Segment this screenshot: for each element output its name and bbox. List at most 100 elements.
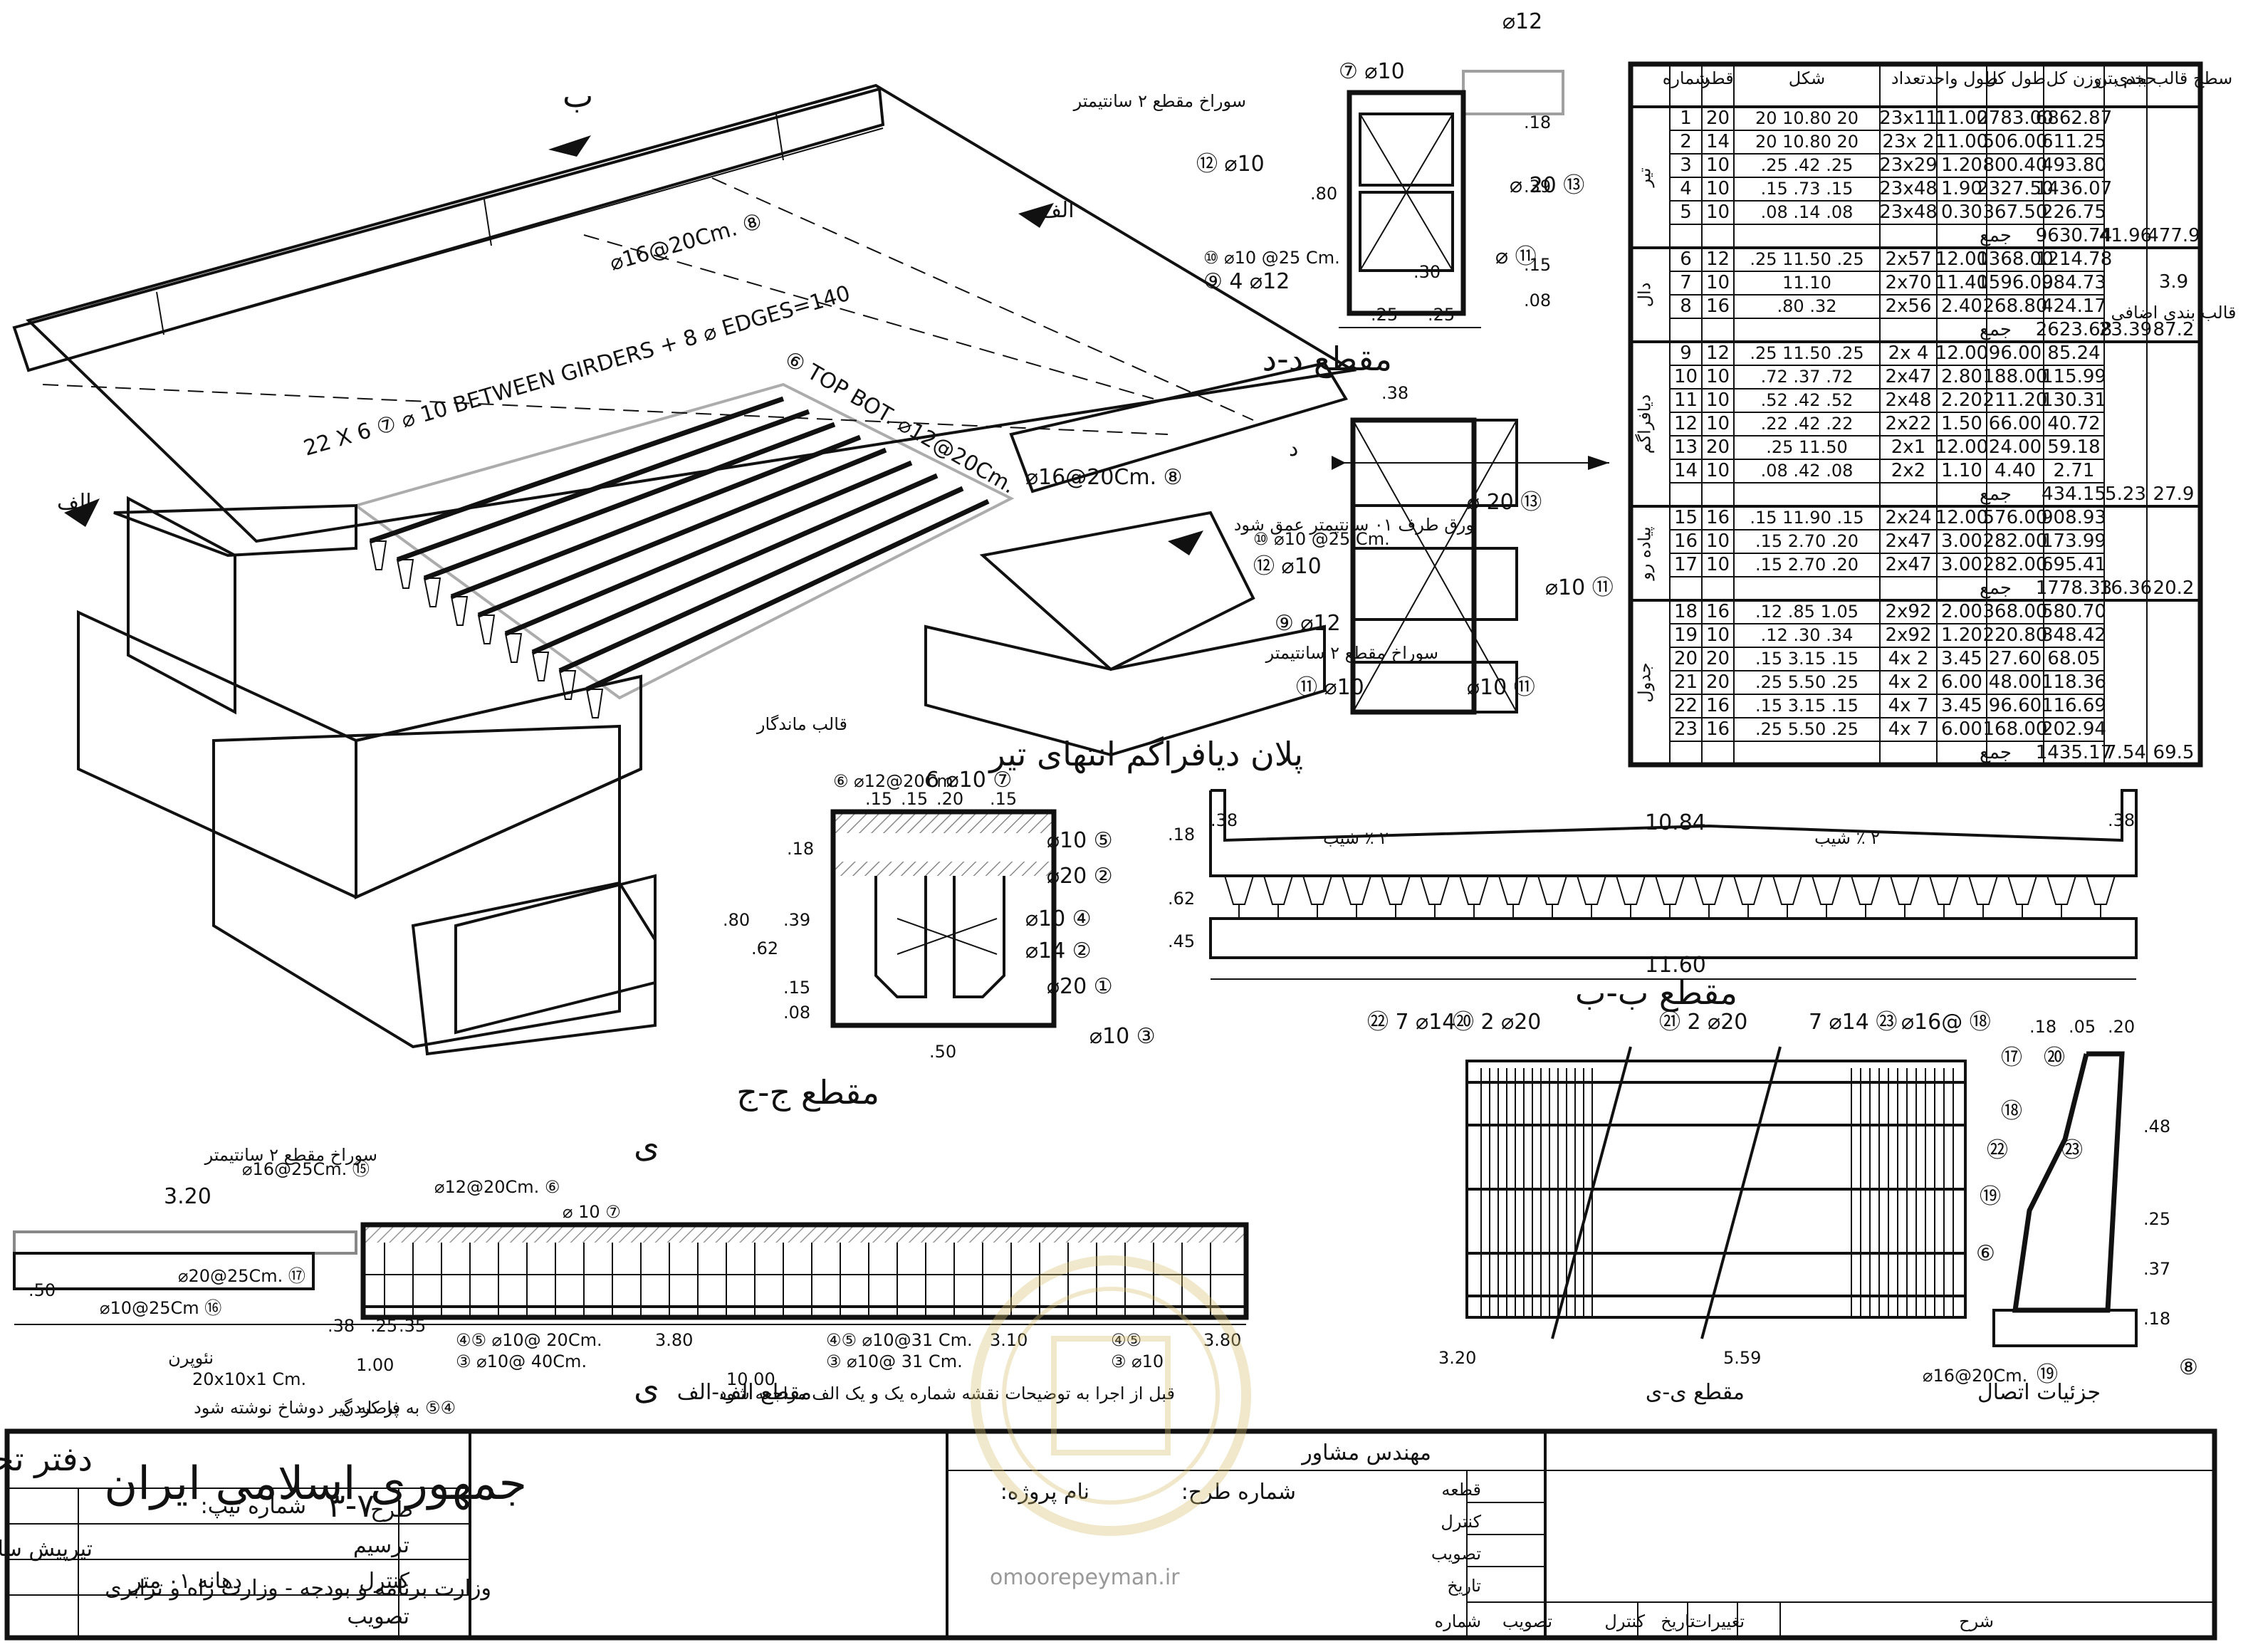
table-cell: 23 [1674,718,1698,740]
label: ⑩ ⌀10 @25 Cm. [1253,529,1390,549]
table-group-name: دیافراگم [1635,394,1655,454]
label: ⑲ [1980,1184,2001,1209]
table-cell: .25 11.50 .25 [1750,343,1863,363]
label: ⌀20 ① [1047,974,1113,999]
project-name: نام پروژه: [1000,1480,1089,1505]
table-cell: 10 [1674,366,1698,387]
table-cell: .80 .32 [1777,296,1837,316]
girder-line [423,422,836,581]
table-cell: 984.73 [2042,272,2106,293]
table-cell: 10 [1706,530,1730,552]
table-cell: 2.20 [1941,390,1982,411]
dim: .15 [901,789,928,809]
section-aa: 3.20 .50 .38 .25 .35 1.00 3.80 3.10 3.80… [13,1126,1249,1418]
table-cell: 2x47 [1885,366,1931,387]
table-cell: 10 [1706,202,1730,223]
slope-left: ۲ ٪ شیب [1323,828,1389,848]
section-mark-alef-left: الف [57,490,100,527]
table-cell: 23x29 [1879,155,1938,176]
table-side-note: قالب بندی اضافی [2111,303,2236,323]
table-cell: 2x47 [1885,554,1931,575]
table-cell: 10 [1706,460,1730,481]
rev-label: کنترل [1604,1611,1645,1631]
table-cell: 23x 2 [1882,131,1934,152]
label: ④⑤ ⌀10@ 20Cm. [456,1330,602,1350]
section-ee: ㉒ 7 ⌀14 ⑳ 2 ⌀20 ㉑ 2 ⌀20 7 ⌀14 ㉓ ⌀16@ ⑱ 3… [719,1010,1991,1405]
table-cell: 48.00 [1989,671,2042,693]
table-cell: 11.00 [1935,131,1988,152]
rev-label: تاریخ [1661,1611,1695,1631]
table-cell: 96.60 [1989,695,2042,716]
role-approve: تصویب [347,1604,409,1629]
section-dd: مقطع د-د ⑦ ⌀10 ⑫ ⌀10 ⑩ ⌀10 @25 Cm. ⑨ 4 ⌀… [1073,9,1585,378]
dim: .08 [783,1003,810,1023]
label: ⌀16@25Cm. ⑮ [242,1159,370,1179]
table-cell: .52 .42 .52 [1761,390,1854,410]
slope-right: ۲ ٪ شیب [1814,828,1880,848]
drawing-no-label: شماره تیپ: [201,1494,306,1519]
bb-rib [1419,875,1450,905]
bb-rib [1380,875,1411,905]
label: ⑰ [2001,1045,2022,1070]
dim: .45 [1168,931,1195,951]
table-cell: 10 [1706,390,1730,411]
label: 20x10x1 Cm. [192,1369,306,1389]
table-header: تعداد [1891,68,1925,88]
table-cell: 20 [1706,648,1730,669]
table-cell: 2x48 [1885,390,1931,411]
section-ee-note: قبل از اجرا به توضیحات نقشه شماره یک و ی… [719,1384,1175,1403]
table-cell: 3.00 [1941,554,1982,575]
tb-label: قطعه [1441,1480,1481,1500]
table-cell: 13 [1674,436,1698,458]
bb-rib [1615,875,1646,905]
table-cell: 1.20 [1941,155,1982,176]
section-bb-title: مقطع ب-ب [1575,973,1737,1012]
table-cell: 4x 7 [1888,695,1929,716]
table-cell: .25 5.50 .25 [1755,672,1859,692]
table-total-volume: 7.54 [2105,742,2146,763]
dim: .08 [1524,291,1551,310]
table-total-label: جمع [1980,742,2012,763]
table-cell: .15 2.70 .20 [1755,555,1859,575]
table-cell: .08 .14 .08 [1761,202,1854,222]
label: ⑩ ⌀10 @25 Cm. [1203,248,1340,268]
table-cell: 68.05 [2047,648,2100,669]
girder-line [504,460,913,637]
table-total-volume: 16.36 [2099,577,2152,599]
dim: 3.10 [990,1330,1028,1350]
label: قالب ماندگار [756,714,847,734]
girder-end [423,577,441,607]
table-cell: 130.31 [2042,390,2106,411]
girder-line [450,434,862,600]
table-cell: 16 [1706,695,1730,716]
table-cell: 368.00 [1983,601,2048,622]
table-cell: 11.40 [1935,272,1988,293]
table-cell: 211.20 [1983,390,2048,411]
table-cell: 2 [1680,131,1692,152]
table-cell: 2.71 [2054,460,2095,481]
dim: .15 [865,789,892,809]
label: ⑱ [2001,1099,2022,1124]
table-cell: 27.60 [1989,648,2042,669]
table-cell: 168.00 [1983,718,2048,740]
section-mark-e: ی [634,1126,659,1165]
dim: .48 [2143,1117,2170,1136]
girder-end [504,633,523,663]
table-total-area: 69.5 [2153,742,2195,763]
table-cell: 493.80 [2042,155,2106,176]
table-cell: .72 .37 .72 [1761,367,1854,387]
table-group-name: جدول [1635,662,1655,702]
table-cell: 2.00 [1941,601,1982,622]
table-total-weight: 2623.68 [2036,319,2113,340]
dim: 1.00 [356,1355,394,1375]
table-cell: 3 [1680,155,1692,176]
table-cell: .12 .30 .34 [1761,625,1854,645]
table-cell: 20 10.80 20 [1755,132,1859,152]
table-cell: 16 [1706,296,1730,317]
table-cell: 8 [1680,296,1692,317]
table-cell: 506.00 [1983,131,2048,152]
dim: .37 [2143,1259,2170,1279]
table-cell: 12.00 [1935,343,1988,364]
bb-rib [1928,875,1960,905]
table-cell: 908.93 [2042,507,2106,528]
